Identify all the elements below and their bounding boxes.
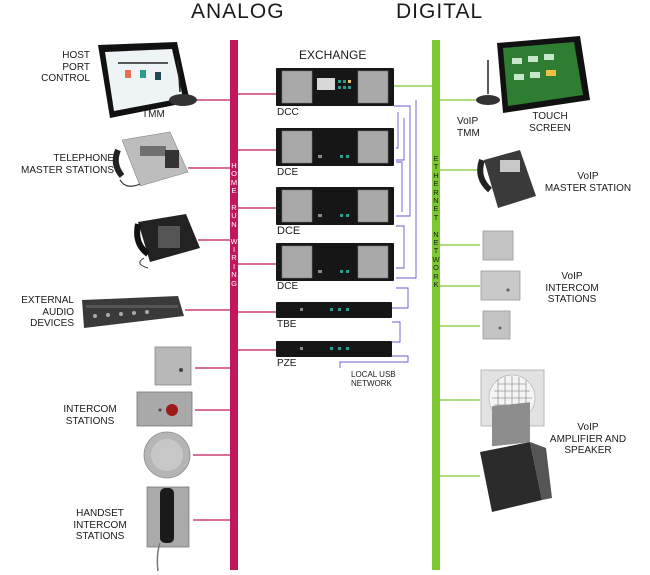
voip-intercom-station-3-icon: [482, 310, 511, 340]
voip-intercom-station-1-icon: [482, 230, 514, 261]
analog-header: ANALOG: [191, 0, 285, 23]
bus-label-letter: E: [433, 204, 439, 214]
voip-intercom-stations-label: VoIP INTERCOM STATIONS: [545, 271, 599, 305]
bus-label-letter: E: [433, 154, 439, 163]
bus-label-letter: W: [432, 254, 440, 264]
digital-bus: [432, 40, 440, 570]
bus-label-letter: E: [433, 179, 439, 189]
bus-label-letter: I: [232, 261, 236, 271]
bus-label-letter: U: [231, 211, 237, 221]
host-port-control-label: HOST PORT CONTROL: [41, 50, 90, 84]
unit-label-dce-2: DCE: [277, 225, 301, 237]
exchange-unit-dce-2: [276, 187, 394, 225]
voip-intercom-station-2-icon: [480, 270, 521, 301]
tmm-label: TMM: [142, 109, 165, 120]
bus-label-letter: T: [433, 162, 439, 172]
bus-label-letter: M: [230, 177, 238, 187]
exchange-unit-pze: [276, 341, 392, 357]
digital-header: DIGITAL: [396, 0, 484, 23]
intercom-station-2-icon: [136, 391, 193, 427]
exchange-unit-dce-1: [276, 128, 394, 166]
bus-label-letter: O: [433, 263, 439, 273]
unit-label-dce-1: DCE: [277, 167, 299, 178]
bus-label-letter: E: [231, 186, 237, 196]
unit-label-dcc: DCC: [277, 107, 299, 118]
intercom-stations-label: INTERCOM STATIONS: [63, 404, 117, 427]
bus-label-letter: G: [231, 278, 237, 288]
bus-label-letter: R: [231, 253, 237, 263]
unit-label-pze: PZE: [277, 358, 297, 369]
exchange-unit-dce-3: [276, 243, 394, 281]
voip-master-station-label: VoIP MASTER STATION: [544, 171, 632, 194]
bus-label-letter: N: [433, 229, 439, 239]
usb-network-lines: [339, 100, 417, 368]
bus-label-letter: O: [231, 169, 237, 179]
voip-master-station-icon: [477, 150, 536, 208]
desk-phone-icon: [134, 214, 200, 269]
left-connectors: [185, 99, 230, 521]
bus-label-letter: R: [231, 203, 237, 213]
bus-label-letter: T: [433, 212, 439, 222]
bus-label-letter: I: [232, 245, 236, 255]
bus-label-letter: N: [433, 196, 439, 206]
bus-label-letter: H: [231, 161, 237, 170]
telephone-master-station-icon: [112, 131, 189, 187]
bus-label-letter: R: [433, 271, 439, 281]
bus-label-letter: N: [231, 270, 237, 280]
touch-screen-console-icon: [476, 36, 590, 113]
tmm-console-icon: [98, 42, 197, 118]
bus-label-letter: R: [433, 187, 439, 197]
exchange-title: EXCHANGE: [299, 48, 367, 62]
bus-label-letter: N: [231, 219, 237, 229]
unit-label-dce-3: DCE: [277, 281, 299, 292]
voip-amplifier-speaker-label: VoIP AMPLIFIER AND SPEAKER: [549, 422, 627, 456]
exchange-unit-tbe: [276, 302, 392, 318]
external-audio-devices-label: EXTERNAL AUDIO DEVICES: [21, 295, 74, 329]
intercom-station-1-icon: [154, 346, 192, 386]
voip-box-speaker-icon: [480, 402, 552, 512]
bus-label-letter: T: [433, 246, 439, 256]
handset-intercom-icon: [146, 486, 190, 572]
telephone-master-stations-label: TELEPHONE MASTER STATIONS: [21, 153, 114, 176]
bus-label-letter: W: [230, 236, 238, 246]
analog-bus: [230, 40, 238, 570]
intercom-station-3-icon: [143, 431, 191, 479]
handset-intercom-stations-label: HANDSET INTERCOM STATIONS: [73, 508, 127, 542]
external-audio-device-icon: [82, 296, 184, 328]
bus-label-letter: E: [433, 238, 439, 248]
exchange-analog-links: [238, 93, 276, 351]
digital-connectors: [394, 85, 480, 477]
touch-screen-label: TOUCH SCREEN: [529, 111, 571, 134]
bus-label-letter: H: [433, 170, 439, 180]
exchange-unit-dcc: [276, 68, 394, 106]
voip-tmm-label: VoIP TMM: [457, 116, 480, 139]
unit-label-tbe: TBE: [277, 319, 297, 330]
local-usb-network-label: LOCAL USB NETWORK: [351, 370, 396, 389]
bus-label-letter: K: [433, 280, 439, 290]
